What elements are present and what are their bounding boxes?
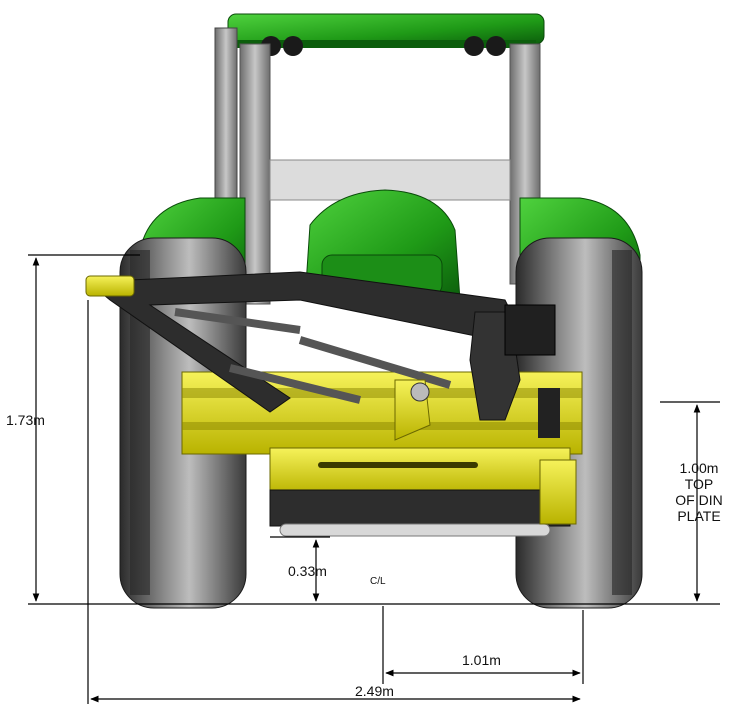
overall-height-label: 1.73m — [6, 412, 45, 428]
din-plate-value-label: 1.00m — [679, 460, 719, 476]
din-plate-line2: OF DIN — [675, 492, 723, 508]
ground-clearance-label: 0.33m — [288, 563, 327, 579]
dimension-lines — [28, 254, 720, 704]
din-plate-line1: TOP — [684, 476, 714, 492]
overall-width-label: 2.49m — [355, 683, 394, 699]
din-plate-line3: PLATE — [677, 508, 721, 524]
mower-arm — [85, 271, 560, 441]
centerline-label: C/L — [370, 576, 386, 587]
cab-canopy — [227, 13, 545, 56]
half-offset-label: 1.01m — [462, 652, 501, 668]
rollbar — [214, 27, 541, 319]
